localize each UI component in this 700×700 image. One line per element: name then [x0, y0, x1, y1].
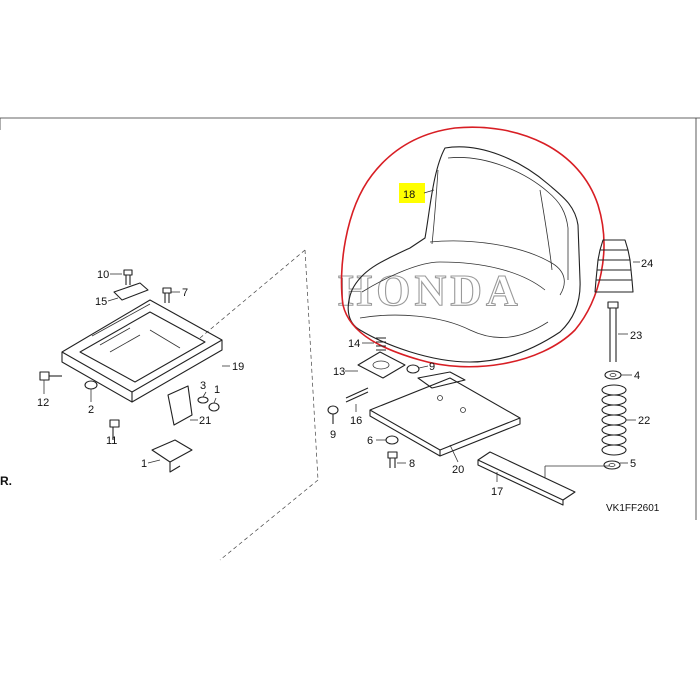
- part-label-18: 18: [403, 189, 415, 201]
- part-18-highlight: [399, 183, 425, 203]
- part-label-7: 7: [182, 287, 188, 299]
- frame-lines: [0, 117, 700, 561]
- part-label-4: 4: [634, 370, 640, 382]
- part-label-23: 23: [630, 330, 642, 342]
- part-label-5: 5: [630, 458, 636, 470]
- part-label-16: 16: [350, 415, 362, 427]
- part-label-9-right: 9: [429, 361, 435, 373]
- part-label-1-bottom: 1: [141, 458, 147, 470]
- part-label-19: 19: [232, 361, 244, 373]
- part-label-14: 14: [348, 338, 360, 350]
- left-frame-assembly: [39, 269, 230, 473]
- honda-watermark: HONDA: [338, 266, 522, 315]
- part-label-21: 21: [199, 415, 211, 427]
- part-label-15: 15: [95, 296, 107, 308]
- part-label-11: 11: [106, 435, 117, 447]
- corner-mark: R.: [0, 474, 12, 488]
- part-label-20: 20: [452, 464, 464, 476]
- part-label-10: 10: [97, 269, 109, 281]
- part-label-13: 13: [333, 366, 345, 378]
- part-label-24: 24: [641, 258, 653, 270]
- part-label-1-top: 1: [214, 384, 220, 396]
- part-labels: 24 23 4 22 5 20 17 14 13 9 9 16 6 8 10 1…: [37, 258, 653, 498]
- part-label-12: 12: [37, 397, 49, 409]
- part-label-22: 22: [638, 415, 650, 427]
- part-label-8: 8: [409, 458, 415, 470]
- part-label-3: 3: [200, 380, 206, 392]
- part-label-9-left: 9: [330, 429, 336, 441]
- seat-highlight-outline: [340, 126, 605, 368]
- seat-plate-assembly: [327, 337, 610, 506]
- part-label-6: 6: [367, 435, 373, 447]
- diagram-code: VK1FF2601: [606, 503, 660, 514]
- suspension-parts: [594, 239, 640, 470]
- part-label-17: 17: [491, 486, 503, 498]
- seat-illustration: [347, 146, 581, 363]
- part-label-2: 2: [88, 404, 94, 416]
